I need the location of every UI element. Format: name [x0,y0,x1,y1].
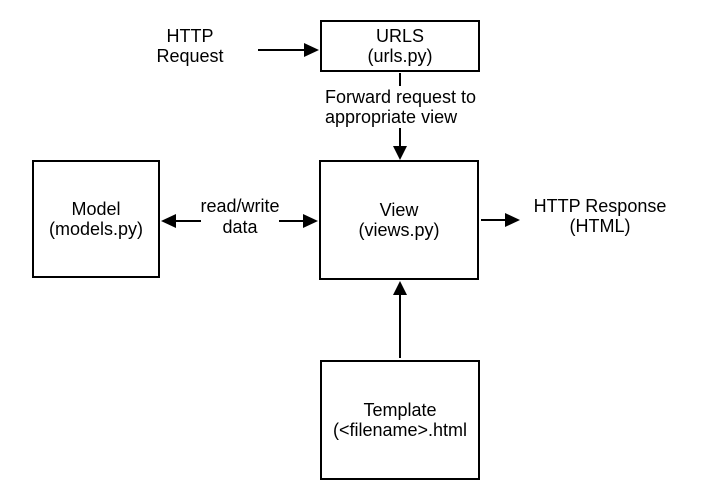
label-forward-request-line2: appropriate view [325,107,458,127]
arrow-template-to-view [393,281,407,358]
arrowhead-right-icon [505,213,520,227]
arrow-view-to-model [161,214,201,228]
arrow-http-request-to-urls [258,43,319,57]
label-http-response-line2: (HTML) [569,216,631,236]
label-forward-request: Forward request to appropriate view [323,86,479,128]
label-forward-request-line1: Forward request to [325,87,477,107]
node-urls-title: URLS [375,26,424,46]
node-template-subtitle: (<filename>.html [332,420,468,440]
node-urls-subtitle: (urls.py) [367,46,433,66]
label-read-write-data: read/write data [198,196,282,238]
arrowhead-down-icon [393,146,407,160]
node-urls: URLS (urls.py) [320,20,480,72]
node-template-title: Template [363,400,437,420]
node-view-title: View [379,200,419,220]
label-read-write-line1: read/write [200,196,280,216]
arrow-model-to-view [279,214,318,228]
node-view: View (views.py) [319,160,479,280]
label-read-write-line2: data [222,217,258,237]
node-model-subtitle: (models.py) [48,219,144,239]
label-http-request-line2: Request [156,46,224,66]
label-http-request-line1: HTTP [166,26,214,46]
arrowhead-right-icon [303,214,318,228]
arrowhead-left-icon [161,214,176,228]
arrowhead-right-icon [304,43,319,57]
node-model: Model (models.py) [32,160,160,278]
label-http-response-line1: HTTP Response [533,196,667,216]
arrow-view-to-http-response [481,213,520,227]
node-template: Template (<filename>.html [320,360,480,480]
arrowhead-up-icon [393,281,407,295]
label-http-request: HTTP Request [140,26,240,66]
node-model-title: Model [71,199,121,219]
node-view-subtitle: (views.py) [358,220,440,240]
label-http-response: HTTP Response (HTML) [528,196,672,236]
